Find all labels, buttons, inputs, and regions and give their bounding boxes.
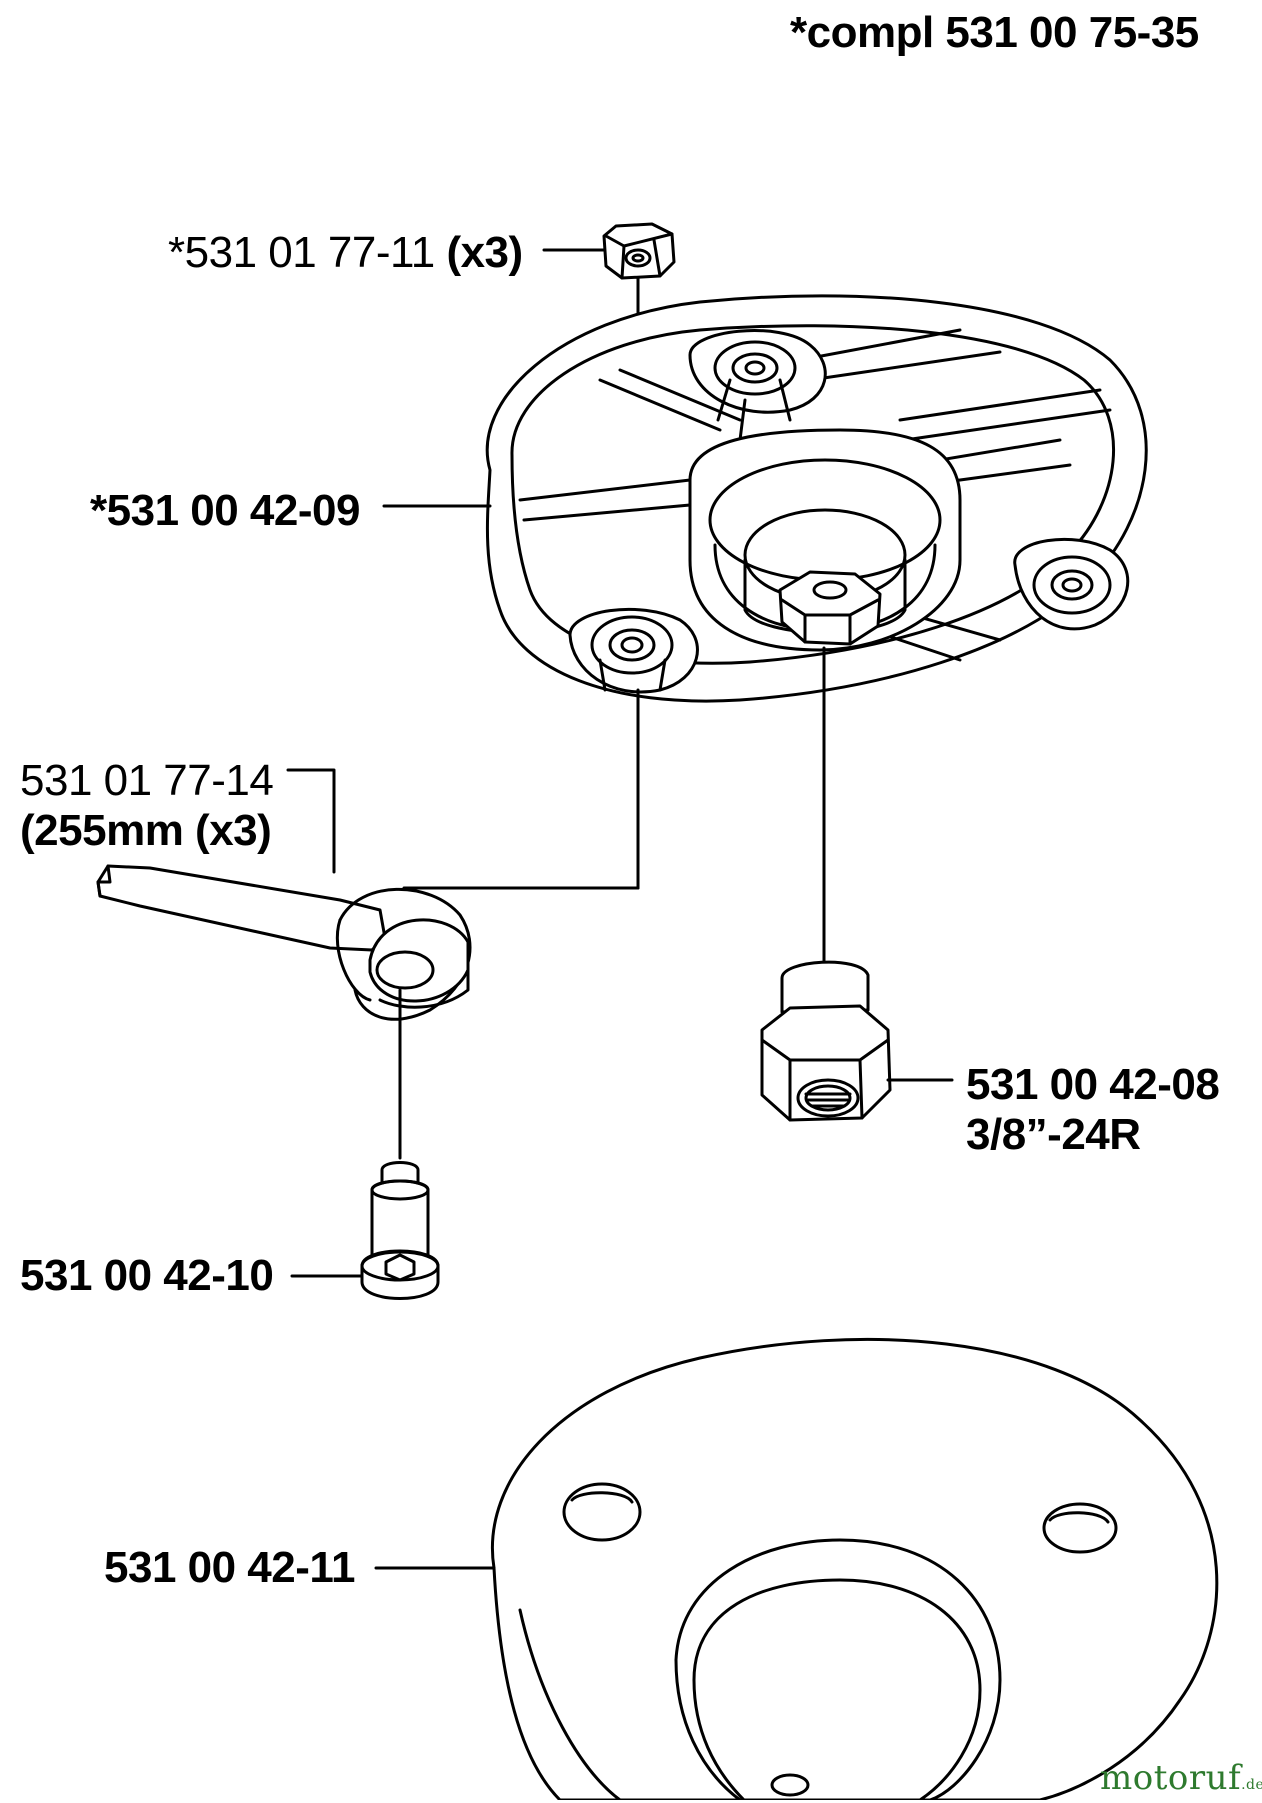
center-nut-drawing — [760, 960, 892, 1122]
label-bolt: 531 00 42-10 — [20, 1251, 274, 1300]
label-center-nut-thread: 3/8”-24R — [966, 1110, 1141, 1159]
blade-drawing — [96, 864, 472, 1021]
label-disc: 531 00 42-11 — [104, 1543, 355, 1592]
disc-drawing — [491, 1337, 1219, 1800]
lock-nut-number: *531 01 77-11 — [168, 228, 435, 277]
watermark-logo: motoruf.de — [1100, 1760, 1262, 1803]
label-cutting-head: *531 00 42-09 — [90, 486, 360, 535]
cutting-head-drawing — [485, 294, 1148, 703]
lock-nut-drawing — [602, 222, 676, 280]
label-lock-nut: *531 01 77-11 (x3) — [168, 228, 523, 278]
lock-nut-qty: (x3) — [446, 228, 523, 277]
label-blade-number: 531 01 77-14 — [20, 756, 274, 805]
label-blade-spec: (255mm (x3) — [20, 806, 272, 855]
watermark-tld: .de — [1241, 1777, 1262, 1793]
label-center-nut: 531 00 42-08 — [966, 1060, 1220, 1109]
watermark-name: motoruf — [1100, 1758, 1242, 1798]
bolt-drawing — [360, 1161, 440, 1300]
leader-blade — [286, 768, 336, 874]
assembly-title: *compl 531 00 75-35 — [790, 8, 1199, 57]
